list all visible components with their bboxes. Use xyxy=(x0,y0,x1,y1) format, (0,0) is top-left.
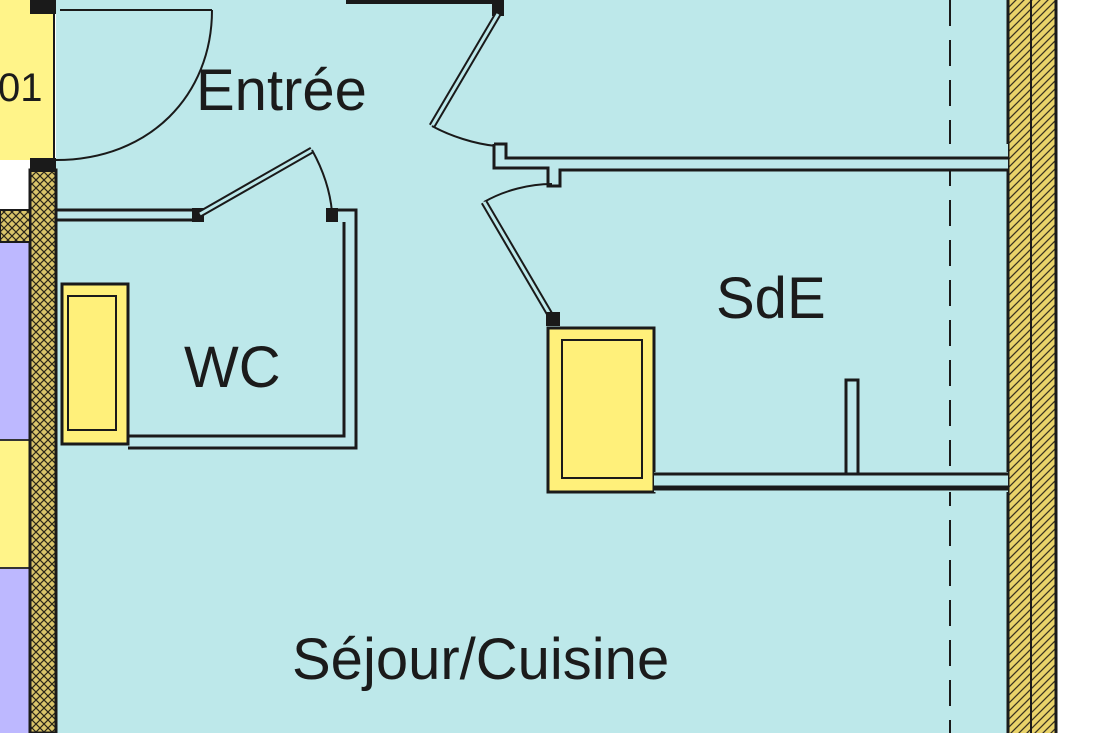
room-label-sejour-cuisine: Séjour/Cuisine xyxy=(292,627,670,692)
sde-door-jamb xyxy=(546,312,560,326)
partition-upper-outline xyxy=(492,142,1008,188)
entry-door-arc xyxy=(55,9,213,161)
wc-cabinet-inner xyxy=(67,295,117,431)
wc-right-wall xyxy=(128,208,358,450)
apartment-floor xyxy=(56,0,1008,733)
entry-door-jamb-top xyxy=(492,0,504,16)
left-wall-top-stub xyxy=(30,158,56,172)
left-wall-top-corner xyxy=(30,0,56,14)
left-wall-cap xyxy=(0,209,31,243)
closet-door-arc xyxy=(431,125,497,147)
wc-door-leaf-inner xyxy=(199,148,313,216)
sde-cabinet-inner xyxy=(561,339,643,479)
sde-door-arc xyxy=(483,183,553,203)
room-label-entree: Entrée xyxy=(196,58,367,123)
sde-shower-screen xyxy=(844,378,860,476)
neighbor-yellow-strip xyxy=(0,440,30,568)
wc-top-wall xyxy=(56,208,196,222)
neighbor-unit-yellow xyxy=(0,0,54,160)
room-label-wc: WC xyxy=(184,335,281,400)
neighbor-unit-label: 01 xyxy=(0,66,43,110)
wc-door-arc xyxy=(311,149,333,213)
sde-door-leaf-inner xyxy=(482,201,554,319)
room-label-sde: SdE xyxy=(716,266,826,331)
left-wall xyxy=(28,168,58,733)
closet-door-leaf-inner xyxy=(430,13,500,127)
